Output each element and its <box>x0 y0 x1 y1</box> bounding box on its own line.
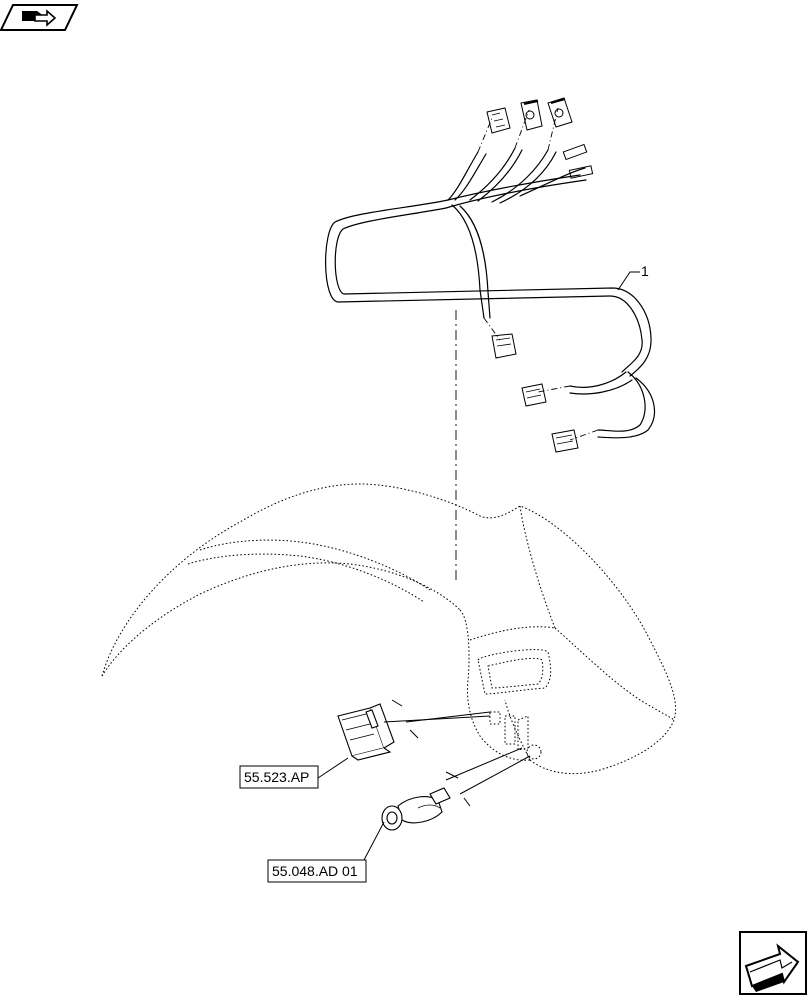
prev-page-button[interactable] <box>0 4 79 31</box>
wiring-harness <box>325 143 656 439</box>
fender-outline <box>101 483 677 775</box>
ref-box-55-048-ad-01[interactable]: 55.048.AD 01 <box>267 821 385 883</box>
harness-connector-top-middle <box>520 99 543 131</box>
ref-label-switch: 55.523.AP <box>244 769 309 785</box>
switch-leaders <box>383 699 491 739</box>
ref-label-socket: 55.048.AD 01 <box>272 863 358 879</box>
page-forward-arrow-icon <box>744 943 800 992</box>
power-socket <box>381 787 451 831</box>
callout-1-label: 1 <box>641 263 649 279</box>
callout-1: 1 <box>617 263 649 291</box>
next-page-button[interactable] <box>739 931 807 995</box>
harness-connector-right-lower <box>551 429 579 453</box>
ref-box-55-523-ap[interactable]: 55.523.AP <box>239 757 349 789</box>
harness-connector-right-upper <box>521 383 547 407</box>
harness-connector-top-left <box>486 107 511 134</box>
harness-connector-center <box>491 333 517 359</box>
dashed-leaders <box>455 107 599 580</box>
rocker-switch <box>337 703 395 761</box>
socket-leaders <box>445 747 531 807</box>
harness-connector-top-right <box>547 97 573 128</box>
page-back-arrow-icon <box>22 9 57 27</box>
